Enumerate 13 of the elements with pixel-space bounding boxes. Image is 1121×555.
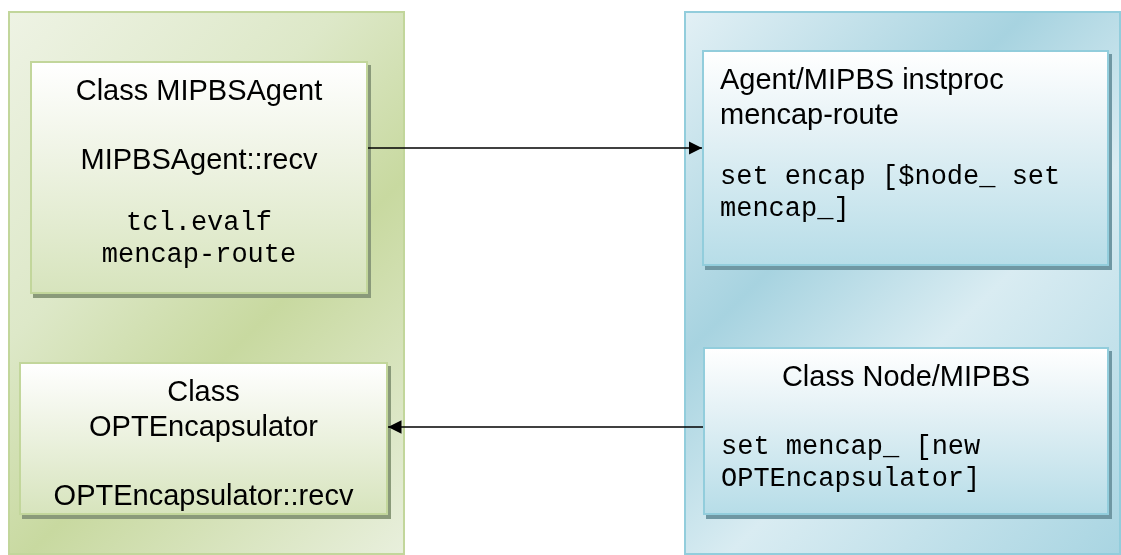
code-text: set mencap_ [new OPTEncapsulator] <box>720 430 982 496</box>
method-name: MIPBSAgent::recv <box>79 141 319 177</box>
class-title: Agent/MIPBS instproc mencap-route <box>719 62 1005 132</box>
panel-background <box>684 11 1121 555</box>
class-title: Class MIPBSAgent <box>74 73 324 108</box>
panel-background <box>8 11 405 555</box>
code-text: set encap [$node_ set mencap_] <box>719 160 1062 226</box>
class-title: Class OPTEncapsulator <box>88 374 319 444</box>
class-title: Class Node/MIPBS <box>780 359 1032 394</box>
arrow <box>367 141 703 155</box>
code-text: tcl.evalf mencap-route <box>100 206 298 272</box>
arrow <box>387 420 704 434</box>
method-name: OPTEncapsulator::recv <box>52 477 355 513</box>
